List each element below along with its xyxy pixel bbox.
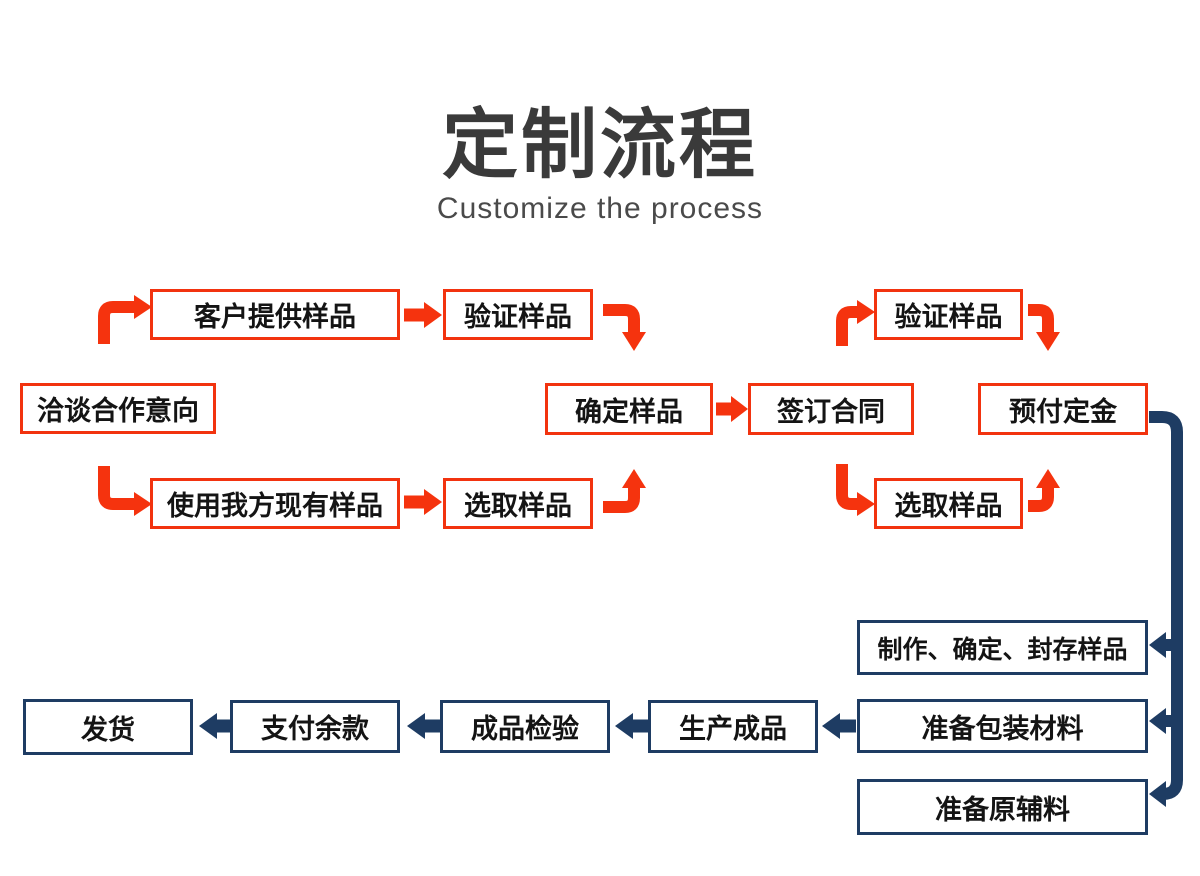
flow-node-confirm-sample: 确定样品	[545, 383, 713, 435]
arrow-packing-to-produce	[822, 713, 856, 739]
flow-node-verify-sample-right: 验证样品	[874, 289, 1023, 340]
flow-node-select-sample-right-label: 选取样品	[894, 491, 1003, 521]
page-subtitle: Customize the process	[436, 192, 764, 225]
flow-node-verify-sample-left: 验证样品	[443, 289, 593, 340]
flow-node-advance-deposit-label: 预付定金	[1009, 396, 1117, 427]
flow-node-advance-deposit: 预付定金	[978, 383, 1148, 435]
flow-node-confirm-sample-label: 确定样品	[575, 396, 683, 427]
flow-node-use-our-sample-label: 使用我方现有样品	[167, 491, 383, 521]
arrow-select-left-to-confirm	[603, 469, 646, 513]
flow-node-finished-product-inspection: 成品检验	[440, 700, 610, 753]
flow-node-make-confirm-seal-sample-label: 制作、确定、封存样品	[877, 635, 1128, 664]
flow-node-customer-provides-sample: 客户提供样品	[150, 289, 400, 340]
flow-node-select-sample-left-label: 选取样品	[464, 491, 572, 521]
flow-node-negotiate-cooperation-label: 洽谈合作意向	[37, 396, 199, 426]
flow-node-verify-sample-left-label: 验证样品	[464, 302, 572, 332]
arrow-talk-to-use-ours	[98, 466, 152, 516]
flow-node-verify-sample-right-label: 验证样品	[894, 302, 1003, 332]
flow-node-negotiate-cooperation: 洽谈合作意向	[20, 383, 216, 434]
connector-deposit-trunk	[1149, 411, 1183, 807]
flow-node-use-our-sample: 使用我方现有样品	[150, 478, 400, 529]
arrow-use-ours-to-select	[404, 489, 442, 515]
arrow-talk-to-customer-sample	[98, 295, 152, 344]
arrow-verify-right-to-deposit	[1028, 304, 1060, 351]
flow-node-sign-contract-label: 签订合同	[777, 396, 885, 427]
arrow-produce-to-inspect	[615, 713, 648, 739]
flow-node-customer-provides-sample-label: 客户提供样品	[194, 302, 356, 332]
page-title: 定制流程	[442, 103, 758, 188]
flow-node-pay-balance-label: 支付余款	[261, 714, 369, 744]
flow-node-finished-product-inspection-label: 成品检验	[471, 714, 579, 744]
arrow-confirm-to-contract	[716, 396, 748, 422]
arrow-contract-to-verify-right	[836, 300, 875, 346]
arrow-inspect-to-pay	[407, 713, 440, 739]
arrow-pay-to-ship	[199, 713, 230, 739]
flow-node-ship-goods-label: 发货	[81, 714, 135, 745]
arrow-contract-to-select-right	[836, 464, 875, 516]
flow-node-produce-finished-product: 生产成品	[648, 700, 818, 753]
flow-node-select-sample-right: 选取样品	[874, 478, 1023, 529]
flow-node-produce-finished-product-label: 生产成品	[679, 714, 787, 744]
flow-node-ship-goods: 发货	[23, 699, 193, 755]
flow-node-prepare-packing-materials: 准备包装材料	[857, 699, 1148, 753]
arrow-verify-left-to-confirm	[603, 304, 646, 351]
flow-node-pay-balance: 支付余款	[230, 700, 400, 753]
flow-node-prepare-raw-materials-label: 准备原辅料	[935, 794, 1070, 825]
arrow-select-right-to-deposit	[1028, 469, 1060, 512]
flow-node-select-sample-left: 选取样品	[443, 478, 593, 529]
arrow-customer-sample-to-verify	[404, 302, 442, 328]
flow-node-make-confirm-seal-sample: 制作、确定、封存样品	[857, 620, 1148, 675]
flow-node-sign-contract: 签订合同	[748, 383, 914, 435]
flow-node-prepare-raw-materials: 准备原辅料	[857, 779, 1148, 835]
flow-node-prepare-packing-materials-label: 准备包装材料	[921, 713, 1084, 744]
